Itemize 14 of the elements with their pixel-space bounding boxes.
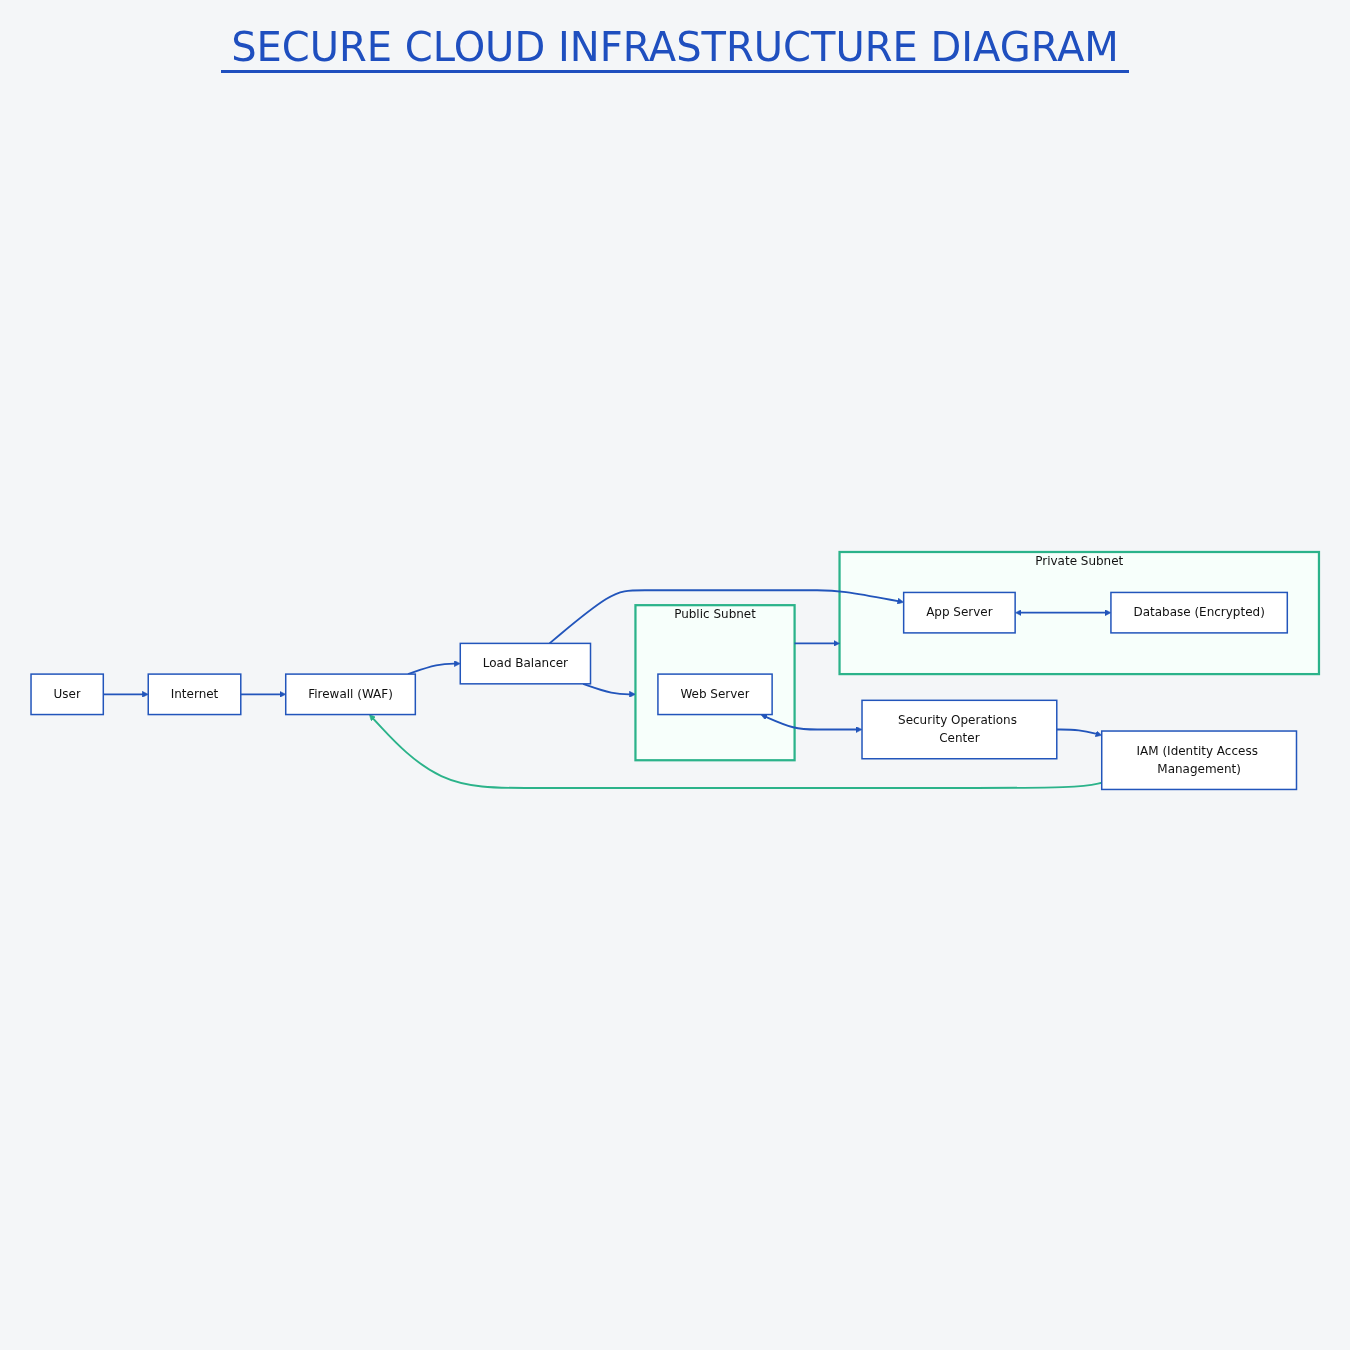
node-box: Security Operations Center bbox=[861, 699, 1058, 760]
node-box: IAM (Identity Access Management) bbox=[1101, 730, 1298, 791]
arrow bbox=[793, 640, 840, 647]
node-box: User bbox=[30, 673, 105, 716]
arrow bbox=[548, 589, 904, 645]
node-box: Web Server bbox=[657, 673, 773, 716]
node-box: App Server bbox=[902, 591, 1016, 634]
node-box: Firewall (WAF) bbox=[285, 673, 417, 716]
title: SECURE CLOUD INFRASTRUCTURE DIAGRAM bbox=[221, 24, 1129, 73]
arrow bbox=[407, 660, 461, 676]
node-box: Load Balancer bbox=[459, 642, 592, 685]
node-box: Database (Encrypted) bbox=[1110, 591, 1289, 634]
arrow bbox=[760, 714, 863, 734]
node-box: Internet bbox=[147, 673, 242, 716]
